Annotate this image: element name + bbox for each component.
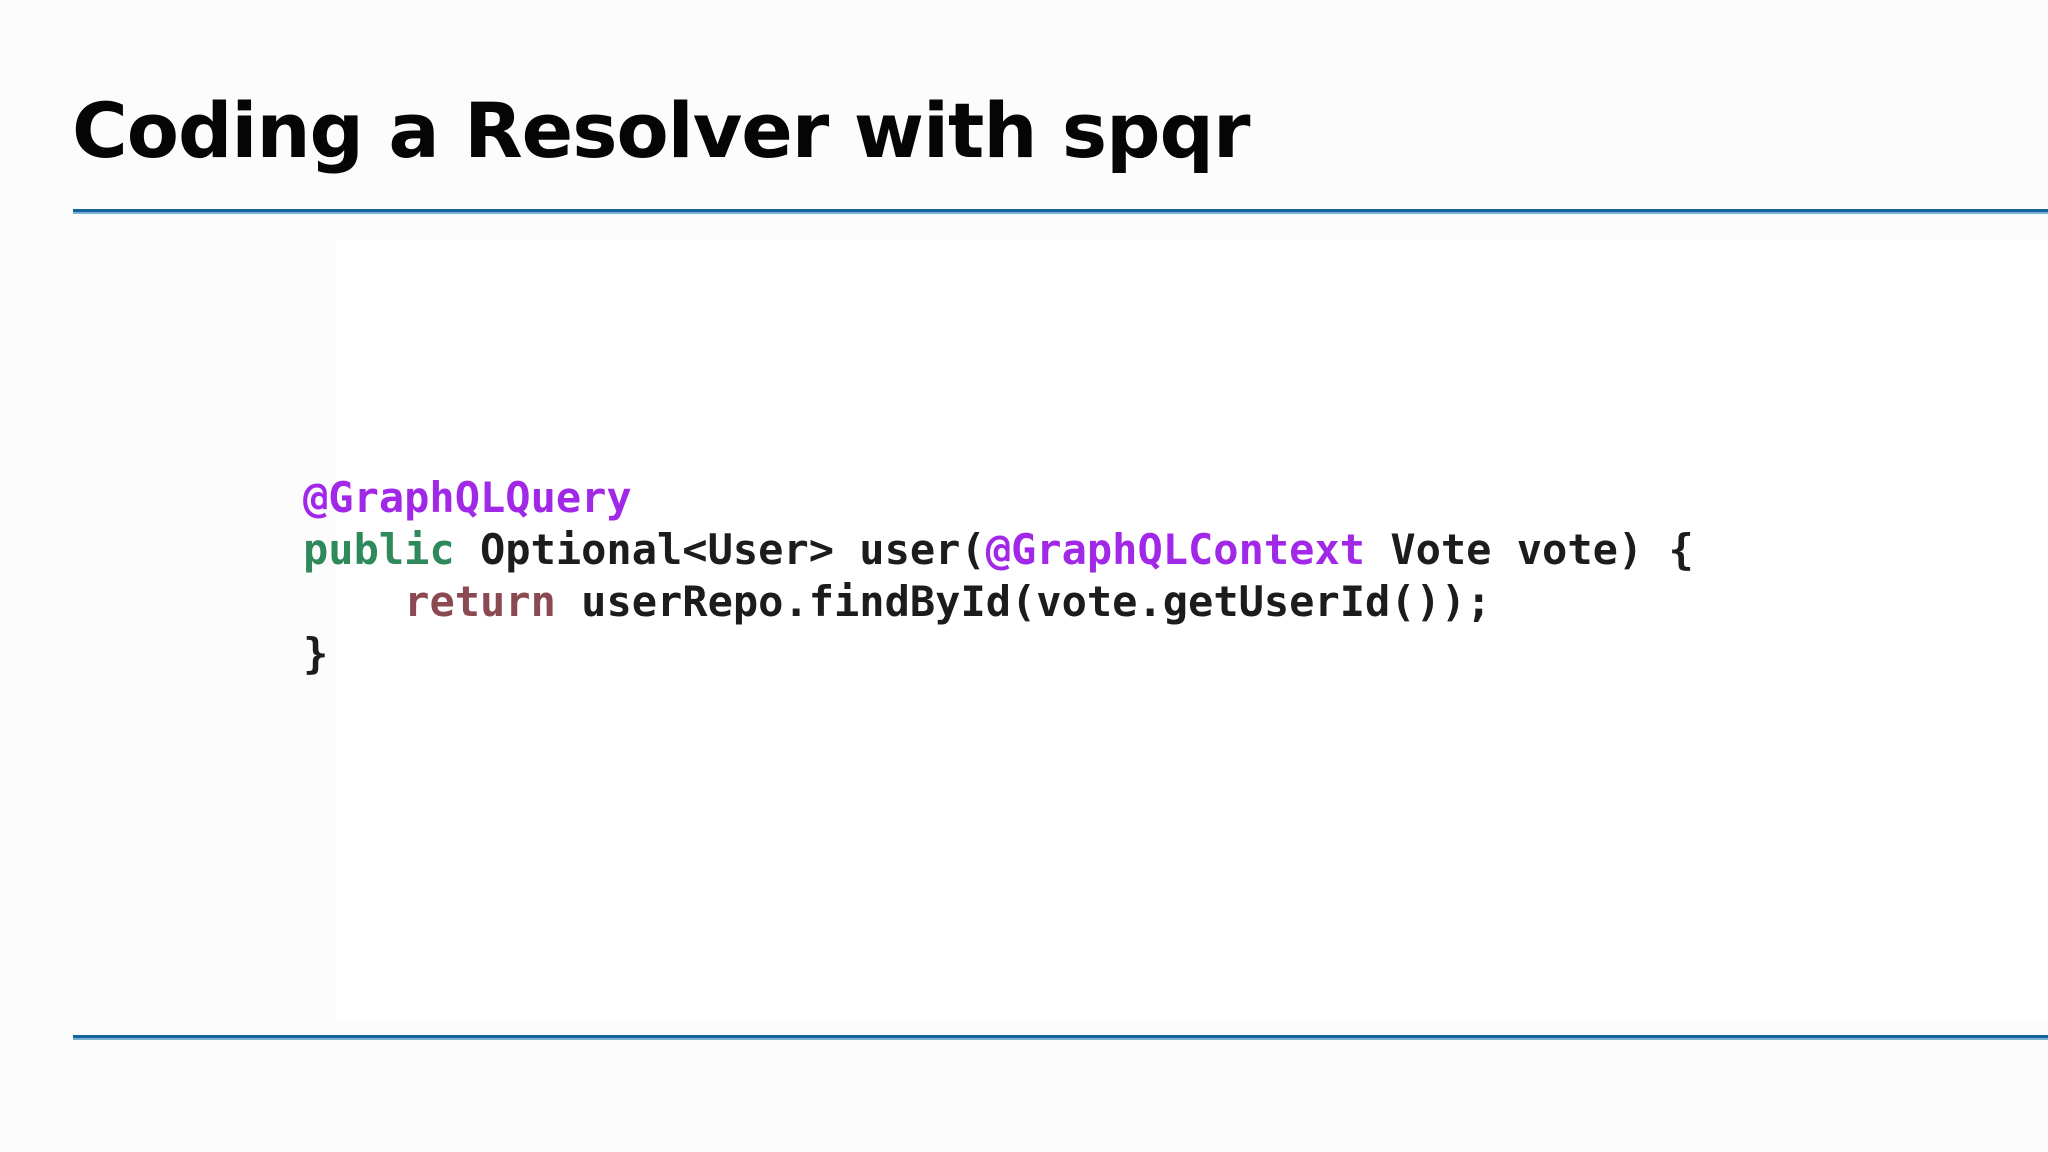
bottom-divider-line <box>73 1035 2048 1040</box>
code-token-black: userRepo.findById(vote.getUserId()); <box>555 577 1492 626</box>
code-line: } <box>303 628 1694 680</box>
code-token-black: Vote vote) { <box>1365 525 1694 574</box>
top-divider-line <box>73 209 2048 214</box>
code-token-purple: @GraphQLQuery <box>303 473 632 522</box>
code-token-black: Optional<User> user( <box>454 525 986 574</box>
code-token-purple: @GraphQLContext <box>985 525 1366 574</box>
code-token-green: public <box>303 525 455 574</box>
code-line: return userRepo.findById(vote.getUserId(… <box>303 576 1694 628</box>
code-token-maroon: return <box>404 577 556 626</box>
code-token-black: } <box>303 629 329 678</box>
code-background-panel <box>335 240 2048 1022</box>
code-line: public Optional<User> user(@GraphQLConte… <box>303 524 1694 576</box>
code-token-black <box>303 577 404 626</box>
code-line: @GraphQLQuery <box>303 472 1694 524</box>
slide-title: Coding a Resolver with spqr <box>72 85 1250 175</box>
